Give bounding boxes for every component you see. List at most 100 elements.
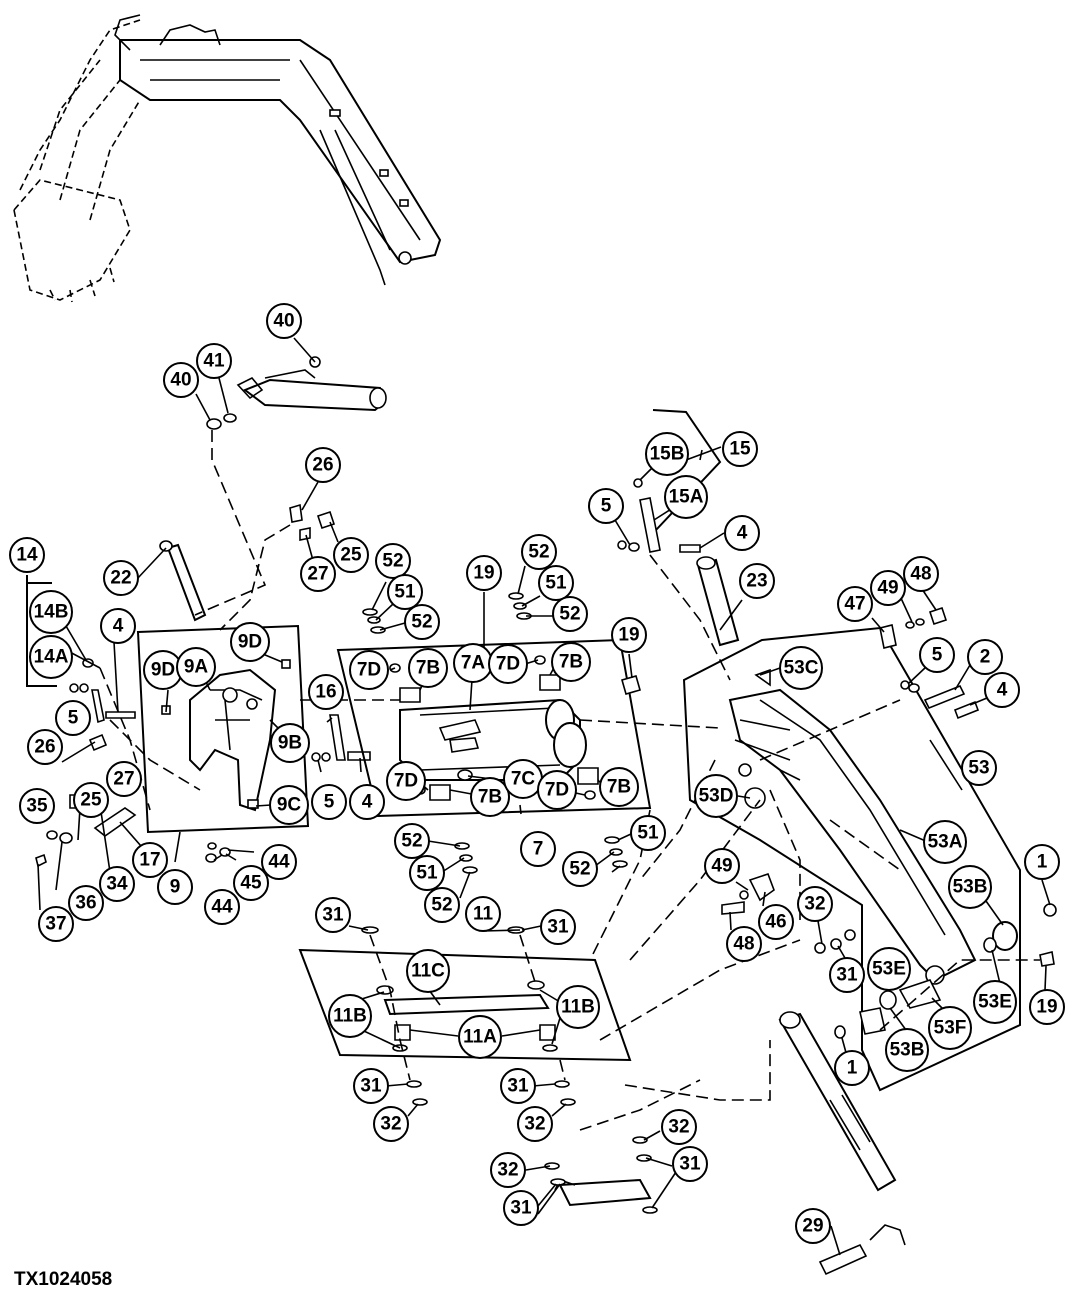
callout-40[interactable]: 40 (266, 303, 302, 339)
callout-23[interactable]: 23 (739, 563, 775, 599)
callout-9D[interactable]: 9D (230, 622, 270, 662)
callout-4[interactable]: 4 (349, 784, 385, 820)
callout-32[interactable]: 32 (490, 1152, 526, 1188)
callout-52[interactable]: 52 (375, 543, 411, 579)
callout-53E[interactable]: 53E (973, 980, 1017, 1024)
callout-52[interactable]: 52 (394, 823, 430, 859)
callout-7B[interactable]: 7B (599, 767, 639, 807)
callout-7B[interactable]: 7B (551, 642, 591, 682)
callout-48[interactable]: 48 (726, 926, 762, 962)
callout-17[interactable]: 17 (132, 842, 168, 878)
callout-31[interactable]: 31 (503, 1190, 539, 1226)
callout-47[interactable]: 47 (837, 586, 873, 622)
callout-37[interactable]: 37 (38, 906, 74, 942)
callout-5[interactable]: 5 (55, 700, 91, 736)
callout-52[interactable]: 52 (521, 534, 557, 570)
callout-11C[interactable]: 11C (406, 949, 450, 993)
callout-15B[interactable]: 15B (645, 432, 689, 476)
callout-14[interactable]: 14 (9, 537, 45, 573)
callout-51[interactable]: 51 (409, 855, 445, 891)
callout-9C[interactable]: 9C (269, 785, 309, 825)
callout-44[interactable]: 44 (204, 889, 240, 925)
callout-52[interactable]: 52 (552, 596, 588, 632)
callout-11B[interactable]: 11B (328, 994, 372, 1038)
callout-9A[interactable]: 9A (176, 647, 216, 687)
callout-48[interactable]: 48 (903, 556, 939, 592)
callout-1[interactable]: 1 (834, 1050, 870, 1086)
callout-19[interactable]: 19 (466, 555, 502, 591)
callout-25[interactable]: 25 (333, 537, 369, 573)
callout-14A[interactable]: 14A (29, 635, 73, 679)
callout-36[interactable]: 36 (68, 885, 104, 921)
callout-29[interactable]: 29 (795, 1208, 831, 1244)
callout-9D[interactable]: 9D (143, 650, 183, 690)
callout-25[interactable]: 25 (73, 782, 109, 818)
callout-19[interactable]: 19 (1029, 989, 1065, 1025)
callout-45[interactable]: 45 (233, 865, 269, 901)
callout-11B[interactable]: 11B (556, 985, 600, 1029)
callout-53[interactable]: 53 (961, 750, 997, 786)
callout-27[interactable]: 27 (300, 556, 336, 592)
callout-15[interactable]: 15 (722, 431, 758, 467)
callout-32[interactable]: 32 (661, 1109, 697, 1145)
callout-5[interactable]: 5 (311, 784, 347, 820)
callout-53C[interactable]: 53C (779, 646, 823, 690)
callout-53A[interactable]: 53A (923, 820, 967, 864)
callout-27[interactable]: 27 (106, 761, 142, 797)
callout-26[interactable]: 26 (27, 729, 63, 765)
callout-49[interactable]: 49 (870, 570, 906, 606)
callout-49[interactable]: 49 (704, 848, 740, 884)
callout-7D[interactable]: 7D (349, 650, 389, 690)
callout-44[interactable]: 44 (261, 844, 297, 880)
callout-53B[interactable]: 53B (948, 865, 992, 909)
callout-31[interactable]: 31 (829, 957, 865, 993)
callout-31[interactable]: 31 (500, 1068, 536, 1104)
callout-51[interactable]: 51 (538, 565, 574, 601)
callout-9B[interactable]: 9B (270, 723, 310, 763)
callout-53F[interactable]: 53F (928, 1006, 972, 1050)
callout-15A[interactable]: 15A (664, 475, 708, 519)
callout-26[interactable]: 26 (305, 447, 341, 483)
callout-53D[interactable]: 53D (694, 774, 738, 818)
callout-5[interactable]: 5 (919, 637, 955, 673)
callout-4[interactable]: 4 (724, 515, 760, 551)
callout-22[interactable]: 22 (103, 560, 139, 596)
callout-7D[interactable]: 7D (488, 644, 528, 684)
callout-7B[interactable]: 7B (470, 777, 510, 817)
callout-4[interactable]: 4 (100, 608, 136, 644)
callout-7D[interactable]: 7D (386, 761, 426, 801)
callout-52[interactable]: 52 (404, 604, 440, 640)
callout-34[interactable]: 34 (99, 866, 135, 902)
callout-32[interactable]: 32 (797, 886, 833, 922)
callout-41[interactable]: 41 (196, 343, 232, 379)
callout-11A[interactable]: 11A (458, 1015, 502, 1059)
callout-9[interactable]: 9 (157, 869, 193, 905)
callout-51[interactable]: 51 (387, 574, 423, 610)
callout-1[interactable]: 1 (1024, 844, 1060, 880)
callout-31[interactable]: 31 (315, 897, 351, 933)
callout-5[interactable]: 5 (588, 488, 624, 524)
callout-2[interactable]: 2 (967, 639, 1003, 675)
callout-35[interactable]: 35 (19, 788, 55, 824)
callout-7A[interactable]: 7A (453, 643, 493, 683)
callout-11[interactable]: 11 (465, 896, 501, 932)
callout-16[interactable]: 16 (308, 674, 344, 710)
callout-46[interactable]: 46 (758, 904, 794, 940)
callout-53B[interactable]: 53B (885, 1028, 929, 1072)
callout-4[interactable]: 4 (984, 672, 1020, 708)
callout-14B[interactable]: 14B (29, 590, 73, 634)
callout-7D[interactable]: 7D (537, 770, 577, 810)
callout-31[interactable]: 31 (540, 909, 576, 945)
callout-51[interactable]: 51 (630, 815, 666, 851)
callout-31[interactable]: 31 (353, 1068, 389, 1104)
callout-7C[interactable]: 7C (503, 759, 543, 799)
callout-19[interactable]: 19 (611, 617, 647, 653)
callout-53E[interactable]: 53E (867, 947, 911, 991)
callout-7B[interactable]: 7B (408, 648, 448, 688)
callout-31[interactable]: 31 (672, 1146, 708, 1182)
callout-7[interactable]: 7 (520, 831, 556, 867)
callout-32[interactable]: 32 (517, 1106, 553, 1142)
callout-52[interactable]: 52 (562, 851, 598, 887)
callout-52[interactable]: 52 (424, 887, 460, 923)
callout-32[interactable]: 32 (373, 1106, 409, 1142)
